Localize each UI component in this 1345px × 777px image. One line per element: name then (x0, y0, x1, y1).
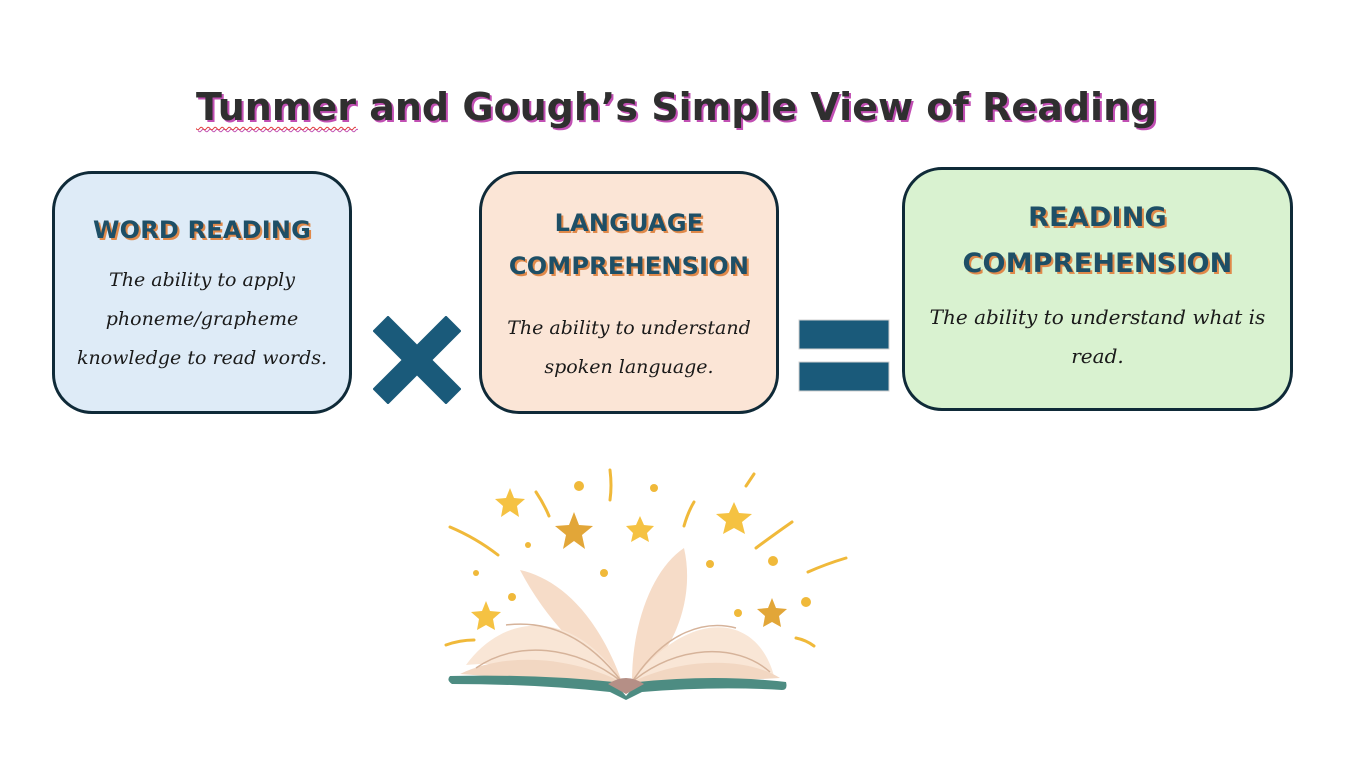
language-comprehension-heading: LANGUAGE COMPREHENSION (482, 202, 776, 288)
language-comprehension-box: LANGUAGE COMPREHENSION The ability to un… (479, 171, 779, 414)
multiply-icon (373, 316, 461, 404)
heading-line: LANGUAGE (554, 209, 704, 237)
word-reading-heading: WORD READING (92, 216, 312, 244)
title-rest: and Gough’s Simple View of Reading (355, 85, 1158, 129)
reading-comprehension-description: The ability to understand what is read. (929, 305, 1266, 368)
open-book-with-stars-icon (444, 468, 848, 700)
word-reading-box: WORD READING The ability to apply phonem… (52, 171, 352, 414)
title-author-word: Tunmer (196, 85, 356, 129)
equals-icon (798, 319, 890, 392)
reading-comprehension-heading: READING COMPREHENSION (905, 195, 1290, 287)
page-title: Tunmer and Gough’s Simple View of Readin… (196, 82, 1158, 132)
heading-line: COMPREHENSION (508, 252, 750, 280)
heading-line: READING (1028, 202, 1167, 233)
heading-line: COMPREHENSION (962, 248, 1233, 279)
reading-comprehension-box: READING COMPREHENSION The ability to und… (902, 167, 1293, 411)
word-reading-description: The ability to apply phoneme/grapheme kn… (76, 269, 328, 369)
language-comprehension-description: The ability to understand spoken languag… (507, 317, 751, 378)
